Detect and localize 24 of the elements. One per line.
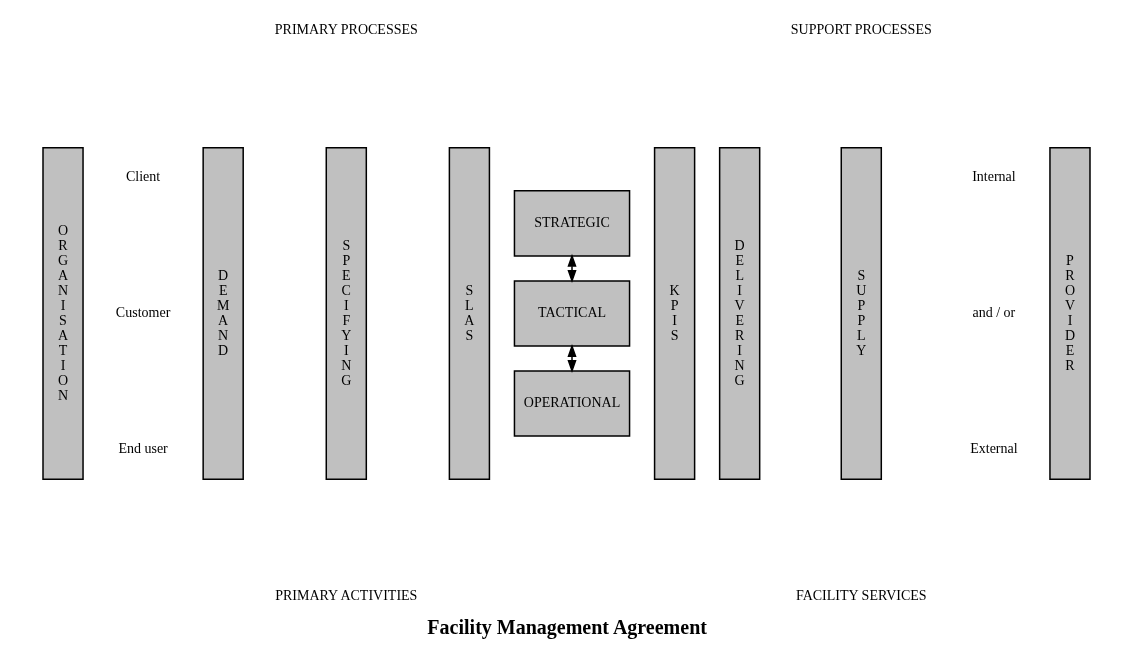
node-box: SLAS (448, 147, 491, 480)
node-box: SUPPLY (840, 147, 883, 480)
label: End user (118, 441, 168, 457)
node-box: ORGANISATION (42, 147, 84, 480)
node-box: PROVIDER (1049, 147, 1091, 480)
caption: Facility Management Agreement (427, 615, 707, 638)
node-box: KPIS (653, 147, 696, 480)
label: FACILITY SERVICES (795, 588, 927, 604)
arrow (567, 253, 577, 283)
label: and / or (972, 305, 1016, 321)
label: Client (125, 169, 161, 185)
label: SUPPORT PROCESSES (790, 21, 932, 37)
node-box: STRATEGIC (513, 190, 631, 257)
label: PRIMARY ACTIVITIES (275, 588, 418, 604)
arrow (567, 343, 577, 374)
node-box: DELIVERING (718, 147, 761, 480)
node-box: TACTICAL (513, 280, 631, 347)
label: PRIMARY PROCESSES (274, 21, 418, 37)
node-box: SPECIFYING (325, 147, 368, 480)
node-box: OPERATIONAL (513, 370, 631, 437)
label: Customer (115, 305, 171, 321)
node-box: DEMAND (202, 147, 244, 480)
label: Internal (972, 169, 1016, 185)
label: External (970, 441, 1018, 457)
